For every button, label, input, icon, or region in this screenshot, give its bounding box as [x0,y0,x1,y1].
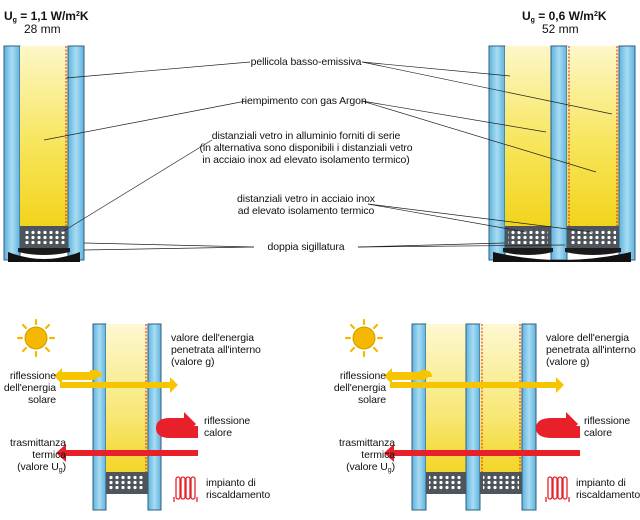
heat-reflection-arrow [156,412,198,438]
glass-pane-right [67,45,85,261]
radiator-icon [545,476,570,502]
solar-transmission-arrow [60,377,178,393]
secondary-seal [8,252,80,262]
solar-reflection-arrow [384,368,428,384]
thickness-right: 52 mm [542,22,579,36]
energy-panel-double [16,318,198,511]
label-argon-fill: riempimento con gas Argon [241,95,367,107]
thermal-transmittance-arrow [56,444,198,462]
label-heating: impianto di riscaldamento [206,477,271,501]
argon-gap-1 [505,46,551,226]
argon-gap-2 [567,46,619,226]
label-energy-value: valore dell'energia penetrata all'intern… [546,332,636,368]
label-solar-reflection: riflessione dell'energia solare [3,370,56,406]
label-inox-line2: ad elevato isolamento termico [237,205,375,217]
sun-icon [344,318,384,358]
sun-icon [16,318,56,358]
label-heat-reflection: riflessione calore [204,415,251,439]
label-low-e-film: pellicola basso-emissiva [250,56,362,68]
desiccant-2 [570,229,616,245]
desiccant-1 [508,229,548,245]
solar-transmission-arrow [390,377,564,393]
label-spacer-line3: in acciaio inox ad elevato isolamento te… [202,154,410,166]
label-heat-reflection: riflessione calore [584,415,631,439]
label-transmittance: trasmittanza termica (valore Ug) [339,437,395,474]
solar-reflection-arrow [54,368,98,384]
radiator-icon [173,476,198,502]
label-spacer-line1: distanziali vetro in alluminio forniti d… [211,130,401,142]
energy-panel-triple [344,318,580,511]
glass-pane-left [3,45,21,261]
desiccant [23,229,65,245]
seal-2 [565,248,621,255]
glass-pane-inner [618,45,636,261]
label-spacer-line2: (in alternativa sono disponibili i dista… [199,142,413,154]
leader-lines [43,61,613,251]
unit-52mm [488,45,636,262]
secondary-seal [493,252,631,262]
label-heating: impianto di riscaldamento [576,477,640,501]
label-inox-line1: distanziali vetro in acciaio inox [237,193,375,205]
label-double-seal: doppia sigillatura [267,241,345,253]
label-energy-value: valore dell'energia penetrata all'intern… [171,332,261,368]
unit-28mm [3,45,85,262]
heat-reflection-arrow [536,412,580,438]
seal [18,248,70,255]
u-value-left: Ug = 1,1 W/m2K [4,9,89,25]
label-solar-reflection: riflessione dell'energia solare [333,370,386,406]
thickness-left: 28 mm [24,22,61,36]
argon-gap [20,46,68,226]
label-transmittance: trasmittanza termica (valore Ug) [10,437,66,474]
u-value-right: Ug = 0,6 W/m2K [522,9,607,25]
seal-1 [503,248,553,255]
thermal-transmittance-arrow [384,444,580,462]
